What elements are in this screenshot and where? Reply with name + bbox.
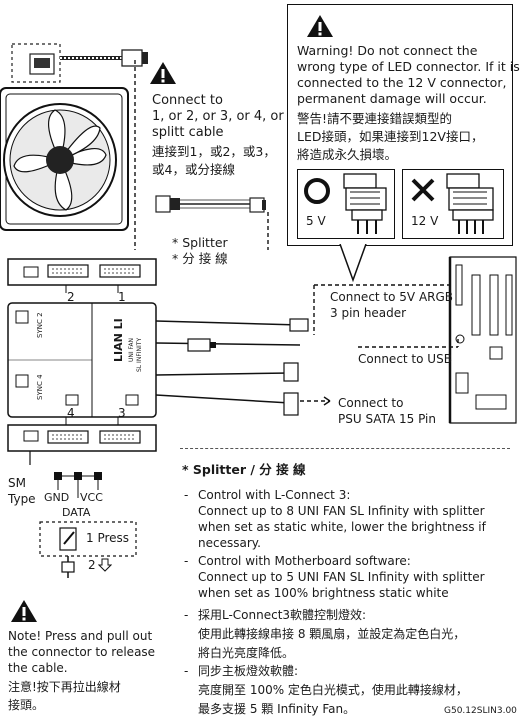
connect-note-zh1: 連接到1，或2，或3， bbox=[152, 144, 276, 159]
warning-icon bbox=[11, 600, 37, 622]
warning-pointer bbox=[339, 244, 367, 283]
type-label: Type bbox=[8, 492, 36, 506]
splitter-label: * Splitter bbox=[172, 235, 228, 250]
splitter-label-zh: * 分 接 線 bbox=[172, 251, 228, 266]
release-note-line2: the connector to release bbox=[8, 645, 156, 659]
bullet: - bbox=[184, 608, 189, 622]
warning-zh3: 將造成永久損壞。 bbox=[297, 147, 398, 162]
section-divider bbox=[180, 448, 510, 449]
bullet: - bbox=[184, 664, 189, 678]
release-note-zh2: 接頭。 bbox=[8, 698, 45, 712]
4pin-connector-icon bbox=[446, 173, 494, 234]
item2-line1: Control with Motherboard software: bbox=[198, 554, 411, 568]
item4-line2: 亮度開至 100% 定色白光模式，使用此轉接線材， bbox=[198, 683, 468, 697]
warning-panel: Warning! Do not connect the wrong type o… bbox=[287, 4, 520, 246]
sata-label-line1: Connect to bbox=[338, 396, 404, 410]
port-label-4: 4 bbox=[67, 406, 75, 420]
warning-line2: wrong type of LED connector. If it is bbox=[297, 59, 520, 74]
port-label-2: 2 bbox=[67, 290, 75, 304]
sync-label-4: SYNC 4 bbox=[36, 374, 44, 400]
splitter-section-title: * Splitter / 分 接 線 bbox=[182, 462, 306, 477]
gnd-label: GND bbox=[44, 491, 70, 504]
controller-hub bbox=[7, 258, 309, 465]
item4-line3: 最多支援 5 顆 Infinity Fan。 bbox=[198, 702, 356, 716]
bullet: - bbox=[184, 554, 189, 568]
argb-label-line1: Connect to 5V ARGB bbox=[330, 290, 454, 304]
x-mark-icon bbox=[411, 178, 435, 202]
connect-note-line1: Connect to bbox=[152, 93, 223, 108]
warning-line1: Warning! Do not connect the bbox=[297, 43, 478, 58]
connect-note-line2: 1, or 2, or 3, or 4, or bbox=[152, 109, 284, 124]
model-label: UNI FAN bbox=[128, 337, 135, 362]
port-label-1: 1 bbox=[118, 290, 126, 304]
arrow-down-icon bbox=[98, 558, 112, 572]
item3-line1: 採用L-Connect3軟體控制燈效: bbox=[198, 608, 367, 622]
item2-line2: Connect up to 5 UNI FAN SL Infinity with… bbox=[198, 570, 485, 584]
vcc-label: VCC bbox=[80, 491, 103, 504]
warning-icon bbox=[307, 15, 333, 37]
ok-circle-icon bbox=[304, 178, 330, 204]
label-5v: 5 V bbox=[306, 214, 326, 228]
motherboard-illustration bbox=[300, 256, 517, 424]
press-release-illustration bbox=[39, 521, 137, 578]
connect-note-line3: splitt cable bbox=[152, 125, 224, 140]
sync-label-2: SYNC 2 bbox=[36, 312, 44, 338]
connector-12v-bad: 12 V bbox=[402, 169, 504, 239]
item1-line4: necessary. bbox=[198, 536, 261, 550]
fan-illustration bbox=[0, 43, 269, 250]
item3-line2: 使用此轉接線串接 8 顆風扇，並設定為定色白光， bbox=[198, 627, 466, 641]
data-label: DATA bbox=[62, 506, 91, 519]
3pin-connector-icon bbox=[343, 173, 387, 234]
item3-line3: 將白光亮度降低。 bbox=[198, 646, 295, 660]
brand-logo: LIAN LI bbox=[112, 318, 125, 362]
press-step2: 2 bbox=[88, 558, 96, 572]
sm-pin-diagram bbox=[54, 472, 102, 498]
connect-note-zh2: 或4，或分接線 bbox=[152, 162, 235, 177]
item1-line1: Control with L-Connect 3: bbox=[198, 488, 351, 502]
warning-icon bbox=[150, 62, 176, 84]
item1-line2: Connect up to 8 UNI FAN SL Infinity with… bbox=[198, 504, 485, 518]
item4-line1: 同步主板燈效軟體: bbox=[198, 664, 299, 678]
item2-line3: when set as 100% brightness static white bbox=[198, 586, 449, 600]
release-note-line1: Note! Press and pull out bbox=[8, 629, 153, 643]
sata-label-line2: PSU SATA 15 Pin bbox=[338, 412, 436, 426]
warning-zh2: LED接頭，如果連接到12V接口， bbox=[297, 129, 484, 144]
connector-5v-ok: 5 V bbox=[297, 169, 395, 239]
argb-label-line2: 3 pin header bbox=[330, 306, 407, 320]
warning-line3: connected to the 12 V connector, bbox=[297, 75, 507, 90]
port-label-3: 3 bbox=[118, 406, 126, 420]
model-label-2: SL INFINITY bbox=[136, 337, 143, 372]
bullet: - bbox=[184, 488, 189, 502]
item1-line3: when set as static white, lower the brig… bbox=[198, 520, 486, 534]
release-note-line3: the cable. bbox=[8, 661, 68, 675]
warning-zh1: 警告!請不要連接錯誤類型的 bbox=[297, 111, 453, 126]
press-step1: 1 Press bbox=[86, 531, 130, 545]
sm-label: SM bbox=[8, 476, 26, 490]
release-note-zh1: 注意!按下再拉出線材 bbox=[8, 680, 121, 694]
usb-label: Connect to USB bbox=[358, 352, 452, 366]
label-12v: 12 V bbox=[411, 214, 439, 228]
warning-line4: permanent damage will occur. bbox=[297, 91, 487, 106]
document-code: G50.12SLIN3.00 bbox=[444, 706, 517, 716]
